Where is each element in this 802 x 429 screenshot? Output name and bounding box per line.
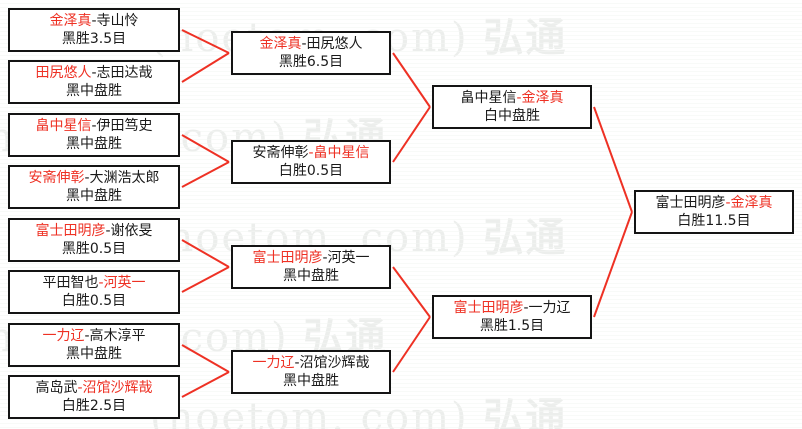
match-result: 白胜0.5目 [278, 163, 344, 179]
match-players: 高岛武-沼馆沙辉哉 [35, 380, 152, 396]
match-result: 黑中盘胜 [66, 346, 122, 362]
match-players: 一力辽-高木淳平 [42, 328, 145, 344]
match-box[interactable]: 安斋伸彰-畠中星信白胜0.5目 [231, 140, 391, 184]
match-players: 金泽真-田尻悠人 [259, 36, 362, 52]
match-players: 畠中星信-伊田笃史 [35, 118, 152, 134]
player-left: 富士田明彦 [252, 249, 323, 266]
match-players: 安斋伸彰-大渊浩太郎 [28, 170, 159, 186]
match-box[interactable]: 安斋伸彰-大渊浩太郎黑中盘胜 [8, 165, 180, 209]
match-box[interactable]: 高岛武-沼馆沙辉哉白胜2.5目 [8, 375, 180, 419]
player-right: 畠中星信 [313, 144, 370, 161]
match-box[interactable]: 金泽真-寺山怜黑胜3.5目 [8, 8, 180, 52]
player-left: 安斋伸彰 [252, 144, 309, 161]
player-right: 田尻悠人 [306, 35, 363, 52]
player-left: 畠中星信 [35, 117, 92, 134]
player-left: 富士田明彦 [655, 194, 726, 211]
match-players: 一力辽-沼馆沙辉哉 [252, 355, 369, 371]
player-right: 伊田笃史 [96, 117, 153, 134]
match-box[interactable]: 田尻悠人-志田达哉黑中盘胜 [8, 60, 180, 104]
player-right: 谢依旻 [110, 222, 153, 239]
match-box[interactable]: 一力辽-高木淳平黑中盘胜 [8, 323, 180, 367]
player-right: 寺山怜 [96, 12, 139, 29]
match-result: 白胜2.5目 [61, 398, 127, 414]
match-players: 富士田明彦-谢依旻 [35, 223, 152, 239]
match-box[interactable]: 富士田明彦-河英一黑中盘胜 [231, 245, 391, 289]
match-box[interactable]: 富士田明彦-一力辽黑胜1.5目 [432, 295, 592, 339]
match-result: 白中盘胜 [484, 108, 540, 124]
player-left: 田尻悠人 [35, 64, 92, 81]
match-box[interactable]: 富士田明彦-谢依旻黑胜0.5目 [8, 218, 180, 262]
player-left: 高岛武 [35, 379, 78, 396]
match-box[interactable]: 富士田明彦-金泽真白胜11.5目 [634, 190, 794, 234]
player-right: 高木淳平 [89, 327, 146, 344]
match-result: 黑中盘胜 [283, 373, 339, 389]
player-right: 沼馆沙辉哉 [82, 379, 153, 396]
match-players: 安斋伸彰-畠中星信 [252, 145, 369, 161]
match-result: 黑胜6.5目 [278, 54, 344, 70]
match-result: 白胜11.5目 [677, 213, 751, 229]
match-players: 平田智也-河英一 [42, 275, 145, 291]
player-right: 河英一 [327, 249, 370, 266]
match-players: 富士田明彦-河英一 [252, 250, 369, 266]
player-left: 一力辽 [42, 327, 85, 344]
match-result: 黑胜3.5目 [61, 31, 127, 47]
match-players: 富士田明彦-一力辽 [453, 300, 570, 316]
match-box[interactable]: 金泽真-田尻悠人黑胜6.5目 [231, 31, 391, 75]
player-left: 安斋伸彰 [28, 169, 85, 186]
match-box[interactable]: 畠中星信-金泽真白中盘胜 [432, 85, 592, 129]
player-left: 富士田明彦 [35, 222, 106, 239]
match-result: 白胜0.5目 [61, 293, 127, 309]
player-left: 金泽真 [49, 12, 92, 29]
player-right: 金泽真 [521, 89, 564, 106]
match-box[interactable]: 一力辽-沼馆沙辉哉黑中盘胜 [231, 350, 391, 394]
match-result: 黑胜1.5目 [479, 318, 545, 334]
player-right: 沼馆沙辉哉 [299, 354, 370, 371]
player-right: 志田达哉 [96, 64, 153, 81]
match-players: 金泽真-寺山怜 [49, 13, 138, 29]
player-left: 畠中星信 [460, 89, 517, 106]
match-players: 畠中星信-金泽真 [460, 90, 563, 106]
player-right: 大渊浩太郎 [89, 169, 160, 186]
match-result: 黑中盘胜 [283, 268, 339, 284]
match-result: 黑中盘胜 [66, 188, 122, 204]
player-right: 河英一 [103, 274, 146, 291]
match-players: 田尻悠人-志田达哉 [35, 65, 152, 81]
player-left: 富士田明彦 [453, 299, 524, 316]
player-left: 一力辽 [252, 354, 295, 371]
player-right: 金泽真 [730, 194, 773, 211]
match-result: 黑中盘胜 [66, 83, 122, 99]
match-box[interactable]: 平田智也-河英一白胜0.5目 [8, 270, 180, 314]
player-left: 平田智也 [42, 274, 99, 291]
match-result: 黑胜0.5目 [61, 241, 127, 257]
match-result: 黑中盘胜 [66, 136, 122, 152]
player-right: 一力辽 [528, 299, 571, 316]
match-box[interactable]: 畠中星信-伊田笃史黑中盘胜 [8, 113, 180, 157]
match-players: 富士田明彦-金泽真 [655, 195, 772, 211]
player-left: 金泽真 [259, 35, 302, 52]
